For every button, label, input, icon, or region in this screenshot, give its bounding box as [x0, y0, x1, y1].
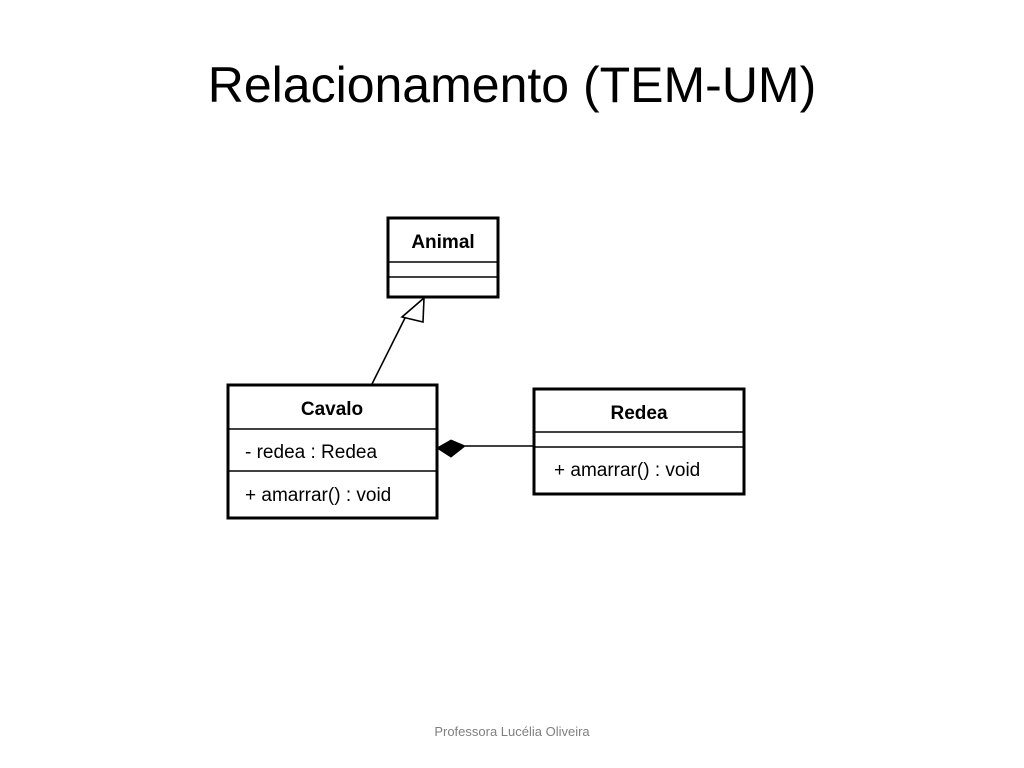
- class-cavalo-operation: + amarrar() : void: [245, 485, 391, 506]
- class-animal: Animal: [386, 216, 500, 299]
- slide-title: Relacionamento (TEM-UM): [207, 57, 817, 113]
- slide-footer: Professora Lucélia Oliveira: [434, 724, 590, 739]
- class-redea-box: [532, 387, 746, 496]
- composition-cavalo-redea: [436, 439, 534, 458]
- class-redea-operation: + amarrar() : void: [554, 460, 700, 481]
- class-redea-name: Redea: [610, 403, 667, 424]
- class-cavalo-name: Cavalo: [301, 399, 363, 420]
- generalization-arrowhead: [400, 296, 425, 324]
- generalization-cavalo-animal: [371, 296, 425, 385]
- class-cavalo: Cavalo - redea : Redea + amarrar() : voi…: [226, 383, 439, 520]
- class-animal-name: Animal: [411, 232, 474, 253]
- composition-diamond: [436, 439, 466, 458]
- class-cavalo-attribute: - redea : Redea: [245, 442, 377, 463]
- generalization-line: [371, 317, 406, 385]
- class-cavalo-box: [226, 383, 439, 520]
- class-redea: Redea + amarrar() : void: [532, 387, 746, 496]
- class-animal-box: [386, 216, 500, 299]
